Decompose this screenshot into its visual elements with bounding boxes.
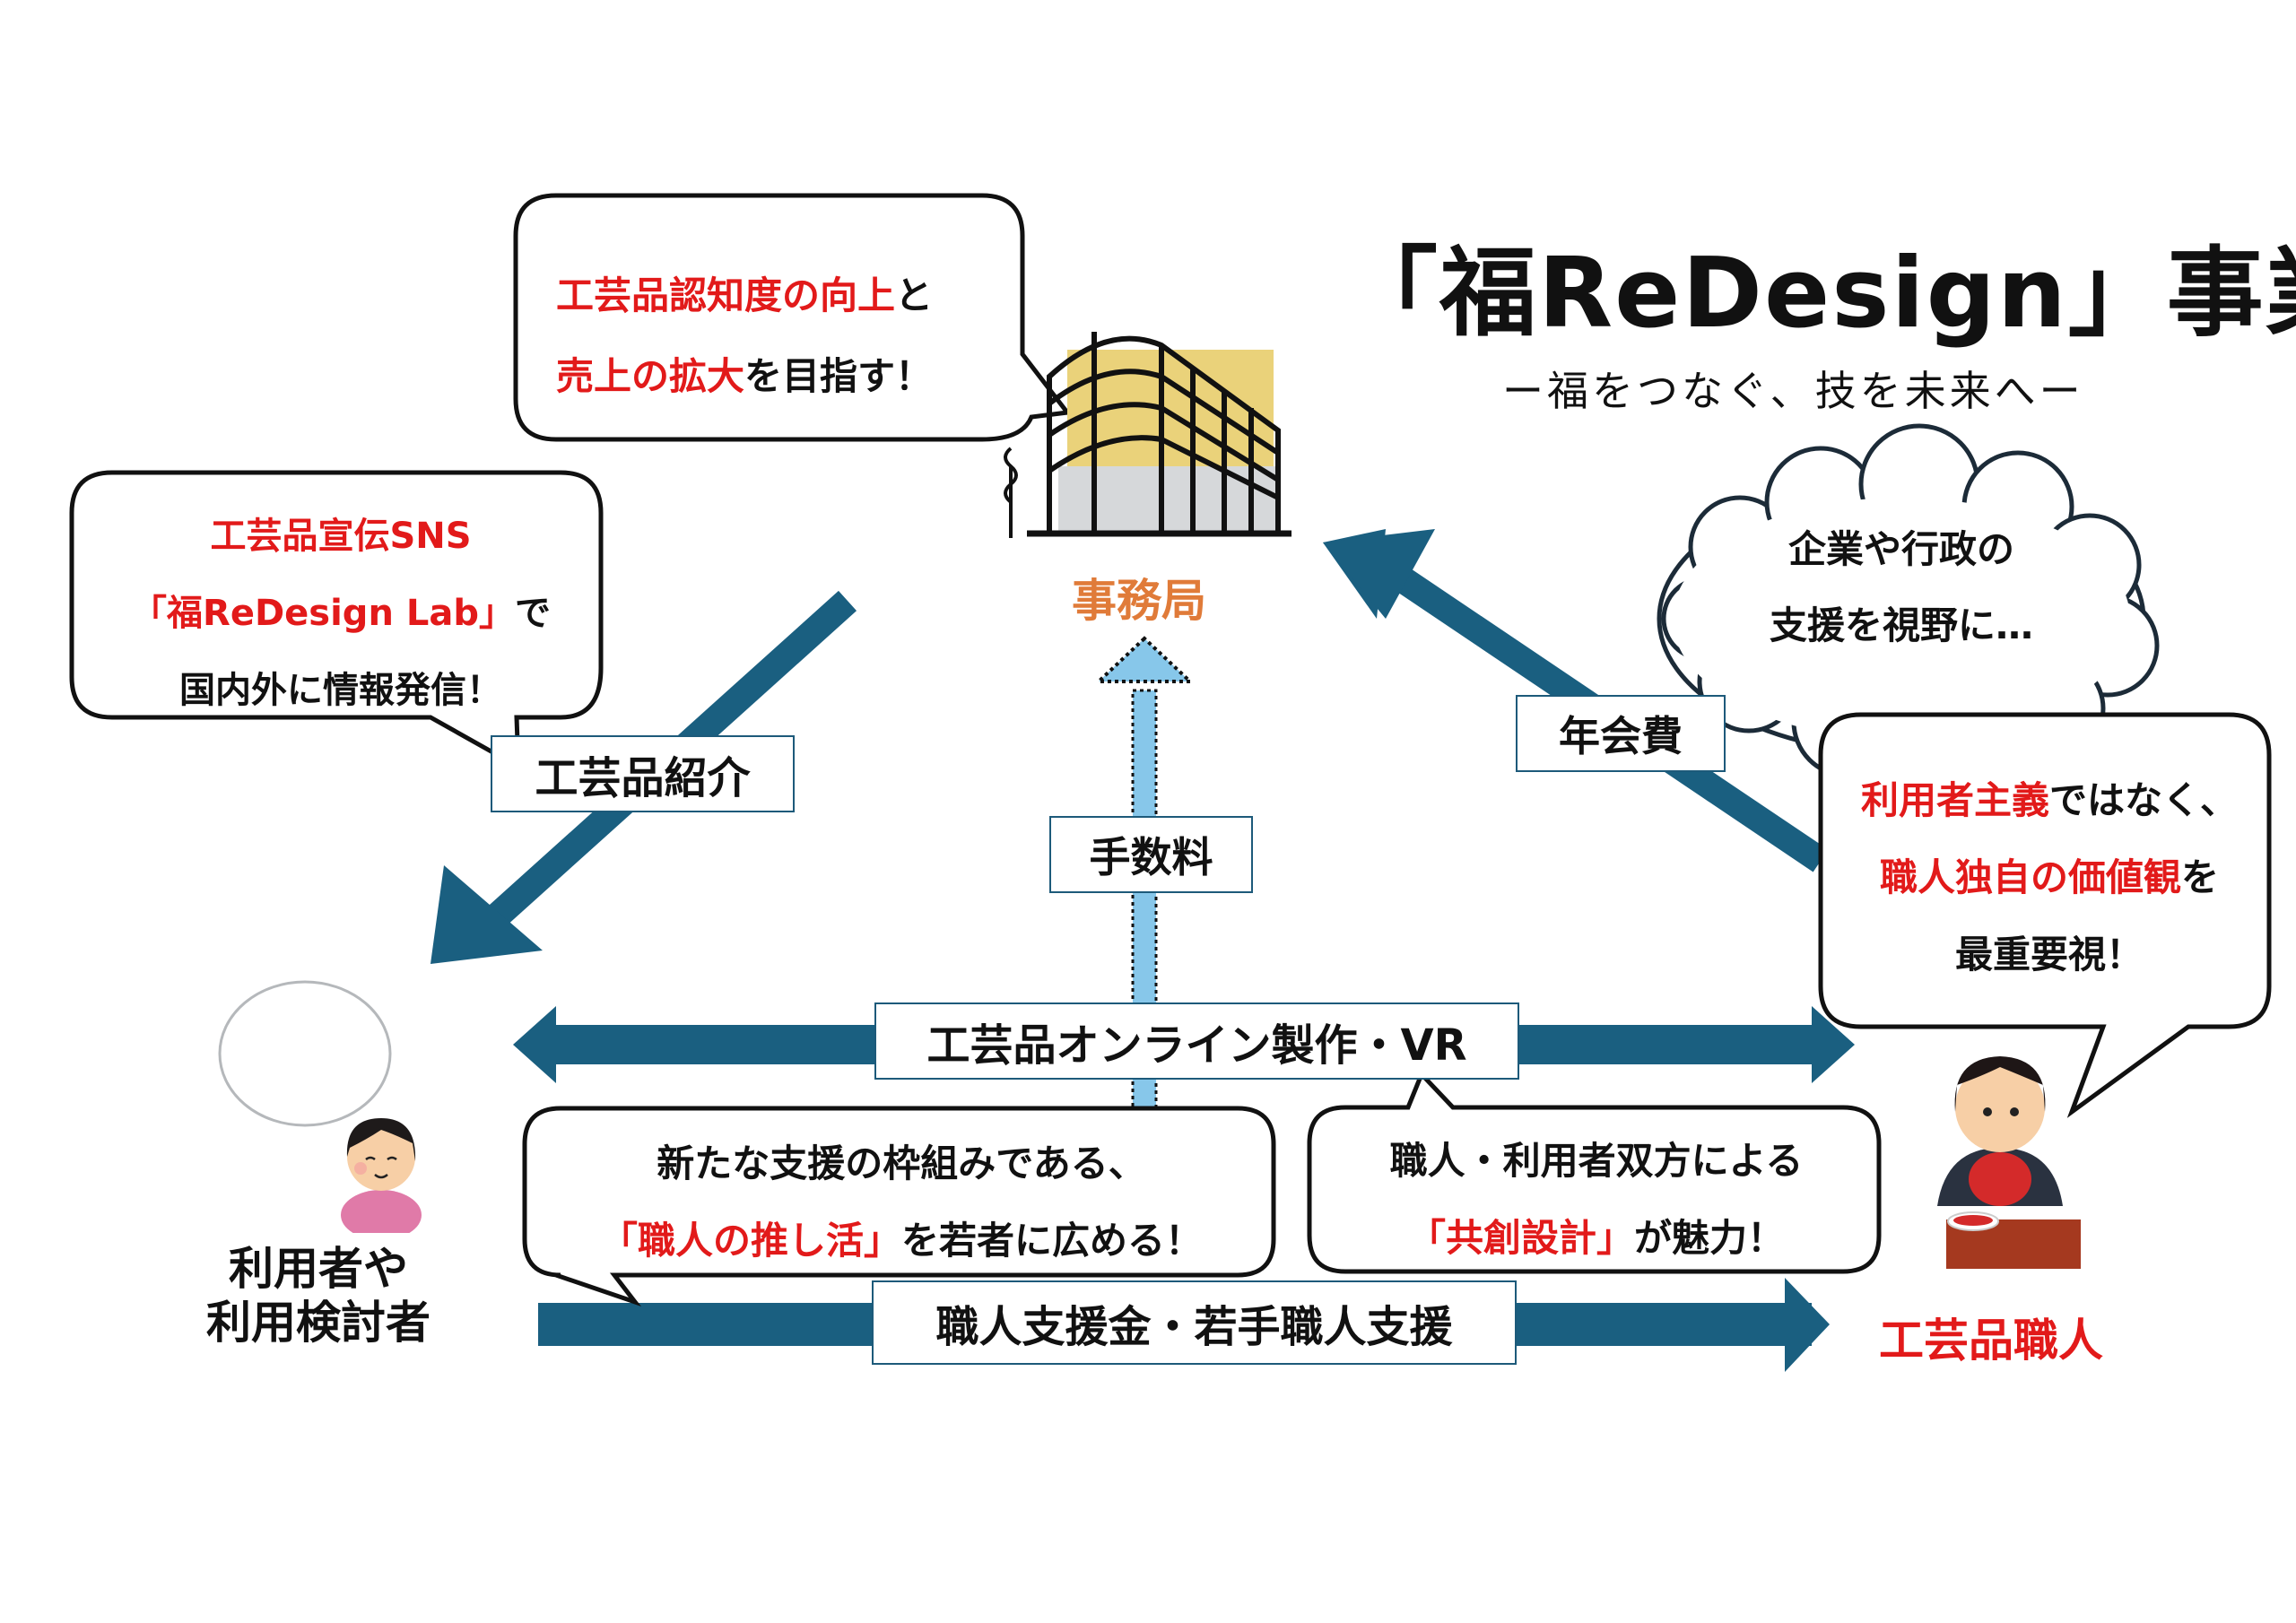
support-cloud-text: 企業や行政の 支援を視野に… <box>1731 511 2072 664</box>
sns-line2: 「福ReDesign Lab」で <box>131 593 551 634</box>
oshikatsu-text: 新たな支援の枠組みである、 「職人の推し活」を若者に広める！ <box>529 1125 1274 1280</box>
page-title: 「福ReDesign」事業 <box>1341 238 2296 350</box>
page-subtitle: ー福をつなぐ、技を未来へー <box>1502 367 2084 415</box>
user-label-line1: 利用者や <box>229 1243 408 1295</box>
artisan-value-text: 利用者主義ではなく、 職人独自の価値観を 最重要視！ <box>1830 762 2269 994</box>
oshikatsu-line2: 「職人の推し活」を若者に広める！ <box>599 1219 1204 1263</box>
office-label: 事務局 <box>1072 575 1206 627</box>
oshikatsu-bubble-shape <box>522 1106 1276 1307</box>
user-thought-cloud <box>218 980 392 1127</box>
lacquer-artisan-icon <box>1910 1022 2090 1282</box>
online-vr-label: 工芸品オンライン製作・VR <box>874 1002 1519 1080</box>
cocreation-line1: 職人・利用者双方による <box>1389 1139 1804 1183</box>
support-cloud-line2: 支援を視野に… <box>1769 603 2033 647</box>
office-goal-text: 工芸品認知度の向上と 売上の拡大を目指す！ <box>538 256 1022 417</box>
support-fund-label: 職人支援金・若手職人支援 <box>872 1280 1517 1365</box>
office-goal-line2: 売上の拡大を目指す！ <box>556 354 934 398</box>
artisan-value-line2: 職人独自の価値観を <box>1879 855 2220 899</box>
thinking-woman-icon <box>332 1107 430 1240</box>
user-label: 利用者や 利用検討者 <box>175 1242 462 1350</box>
artisan-value-line3: 最重要視！ <box>1954 933 2144 976</box>
artisan-value-line1: 利用者主義ではなく、 <box>1860 778 2239 822</box>
artisan-value-bubble-shape <box>1818 712 2272 1118</box>
sns-text: 工芸品宣伝SNS 「福ReDesign Lab」で 国内外に情報発信！ <box>81 498 601 729</box>
sns-line3: 国内外に情報発信！ <box>179 670 502 711</box>
artisan-label: 工芸品職人 <box>1879 1315 2103 1367</box>
office-goal-line1: 工芸品認知度の向上と <box>556 273 934 317</box>
sns-line1: 工芸品宣伝SNS <box>210 516 472 557</box>
user-label-line2: 利用検討者 <box>206 1297 430 1349</box>
office-goal-bubble-shape <box>513 193 1072 442</box>
introduction-label: 工芸品紹介 <box>491 735 795 812</box>
cocreation-line2: 「共創設計」が魅力！ <box>1407 1216 1786 1260</box>
commission-label: 手数料 <box>1049 816 1253 893</box>
oshikatsu-line1: 新たな支援の枠組みである、 <box>657 1141 1146 1185</box>
support-cloud-line1: 企業や行政の <box>1787 527 2014 571</box>
cocreation-text: 職人・利用者双方による 「共創設計」が魅力！ <box>1314 1123 1879 1277</box>
cocreation-bubble-shape <box>1307 1070 1882 1274</box>
office-building-icon <box>982 305 1305 540</box>
annual-fee-label: 年会費 <box>1516 695 1726 772</box>
